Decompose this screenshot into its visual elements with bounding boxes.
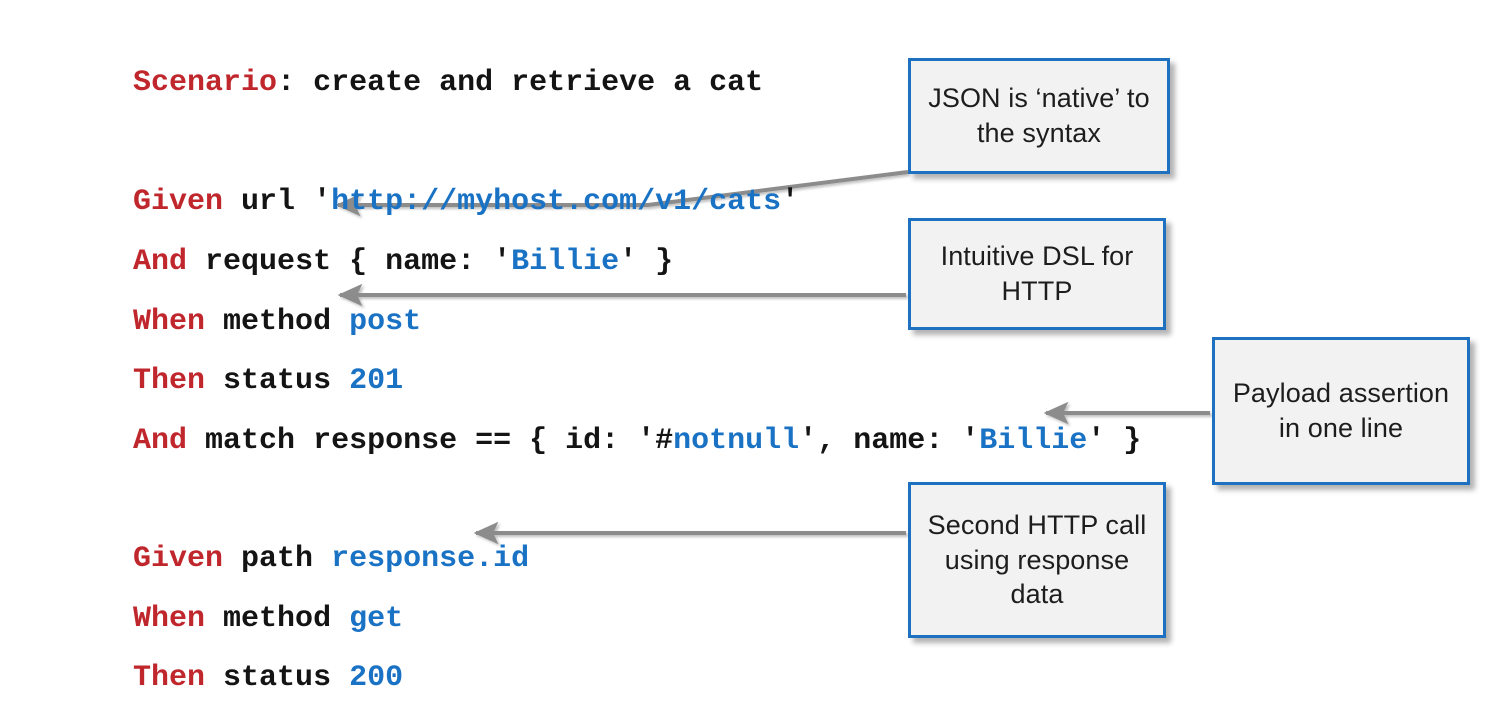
code-token-expression: response.id [331,542,530,576]
code-token-keyword: And [133,424,188,458]
callout-payload-assertion: Payload assertion in one line [1212,337,1470,485]
code-token-text: status [205,661,350,695]
code-token-keyword: Then [133,364,206,398]
code-line-and-match: And match response == { id: '#notnull', … [25,396,1141,486]
code-token-string: Billie [979,424,1088,458]
code-token-text: request { name: [187,245,494,279]
callout-payload-assertion-text: Payload assertion in one line [1232,378,1450,443]
code-token-url: http://myhost.com/v1/cats [331,185,782,219]
code-token-keyword: When [133,602,206,636]
code-token-text: method [205,602,350,636]
callout-second-call: Second HTTP call using response data [908,482,1166,638]
code-token-value: 200 [349,661,404,695]
code-token-text: status [205,364,350,398]
code-token-keyword: Given [133,185,224,219]
code-token-quote: '# [637,424,674,458]
callout-json-native-text: JSON is ‘native’ to the syntax [928,83,1150,148]
code-token-text: match response == { id: [187,424,638,458]
callout-intuitive-dsl-text: Intuitive DSL for HTTP [940,241,1134,306]
callout-second-call-text: Second HTTP call using response data [927,510,1147,610]
code-token-keyword: And [133,245,188,279]
code-line-when-get: When method get [25,574,403,664]
code-token-value: get [349,602,404,636]
code-token-text: path [223,542,332,576]
code-token-keyword: Given [133,542,224,576]
code-line-given-url: Given url 'http://myhost.com/v1/cats' [25,157,799,247]
code-token-text: method [205,305,350,339]
code-line-scenario: Scenario: create and retrieve a cat [25,38,763,128]
code-token-value: 201 [349,364,404,398]
code-token-keyword: Scenario [133,66,278,100]
code-block: Scenario: create and retrieve a cat Give… [25,0,1141,705]
code-token-quote: ' [799,424,818,458]
code-token-text: url [223,185,314,219]
code-token-marker: notnull [673,424,800,458]
code-token-text: } [1105,424,1142,458]
code-token-keyword: When [133,305,206,339]
code-token-text: , name: [817,424,962,458]
code-line-then-200: Then status 200 [25,633,403,705]
code-token-quote: ' [961,424,980,458]
code-line-and-request: And request { name: 'Billie' } [25,217,673,307]
code-token-keyword: Then [133,661,206,695]
code-token-string: Billie [511,245,620,279]
code-token-quote: ' [493,245,512,279]
code-line-then-201: Then status 201 [25,336,403,426]
callout-intuitive-dsl: Intuitive DSL for HTTP [908,218,1166,330]
code-token-value: post [349,305,422,339]
code-token-quote: ' [619,245,638,279]
code-token-quote: ' [313,185,332,219]
code-token-quote: ' [1087,424,1106,458]
code-line-given-path: Given path response.id [25,514,529,604]
code-token-text: } [637,245,674,279]
code-token-quote: ' [781,185,800,219]
code-token-text: : create and retrieve a cat [277,66,764,100]
callout-json-native: JSON is ‘native’ to the syntax [908,58,1170,174]
code-line-when-post: When method post [25,277,421,367]
